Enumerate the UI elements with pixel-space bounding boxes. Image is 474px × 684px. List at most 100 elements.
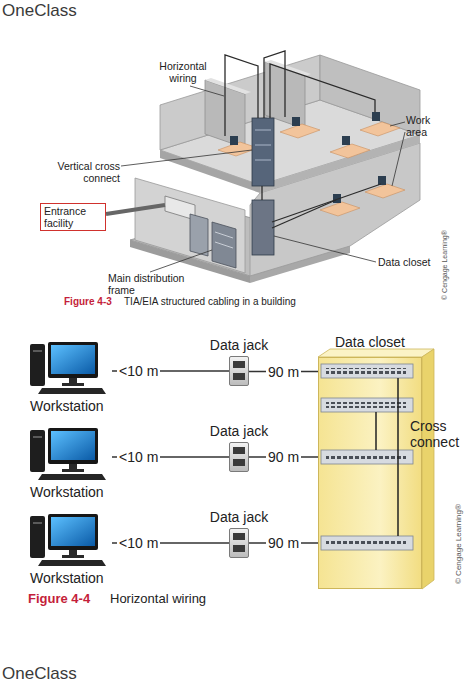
distance-label: 90 m — [266, 364, 301, 380]
desk — [360, 122, 400, 136]
leader-lines — [121, 86, 405, 272]
monitor-base — [62, 383, 84, 386]
cable — [272, 200, 336, 228]
desk-monitor — [372, 112, 380, 121]
figure-caption: Horizontal wiring — [110, 592, 206, 607]
copyright-note: © Cengage Learning® — [441, 230, 449, 300]
watermark: OneClass — [2, 664, 77, 684]
entrance-pipe — [106, 205, 165, 214]
leader-line — [390, 122, 405, 126]
workstation: Workstation — [28, 342, 112, 396]
leader-line — [121, 150, 252, 166]
desk — [330, 144, 370, 158]
workstation-icon — [30, 342, 106, 394]
desk-monitor — [292, 117, 300, 126]
node-heading: Workstation — [30, 484, 104, 500]
copyright-note: © Cengage Learning® — [454, 504, 463, 584]
monitor — [48, 428, 98, 464]
monitor-screen — [51, 517, 95, 546]
cable — [270, 64, 375, 118]
monitor-screen — [51, 345, 95, 374]
workstation-icons — [30, 342, 106, 566]
figure-number: Figure 4-3 — [64, 296, 112, 308]
drive-bay — [33, 350, 42, 352]
workstation-icon — [30, 514, 106, 566]
figure-number: Figure 4-4 — [28, 592, 90, 607]
distance-label: <10 m — [117, 535, 160, 551]
data-jack: Data jack — [229, 356, 249, 386]
callout-label: Data closet — [378, 256, 431, 268]
monitor-base — [62, 469, 84, 472]
distance-label: <10 m — [117, 363, 160, 379]
computer-tower — [30, 430, 45, 472]
cable — [225, 55, 258, 136]
figure-caption: TIA/EIA structured cabling in a building — [124, 296, 296, 308]
computer-tower — [30, 344, 45, 386]
node-heading: Workstation — [30, 570, 104, 586]
partition-top — [265, 60, 311, 76]
callout-label: Horizontal wiring — [152, 60, 214, 84]
cable — [264, 51, 285, 118]
cabinet-detail — [215, 242, 233, 248]
monitor-stand — [69, 464, 77, 469]
drive-bay — [33, 436, 42, 438]
node-heading: Workstation — [30, 398, 104, 414]
distance-label: 90 m — [266, 535, 301, 551]
distribution-cabinet — [190, 214, 208, 256]
cabinet-detail — [215, 232, 233, 238]
rack-detail — [255, 145, 271, 146]
rack-detail — [255, 130, 271, 131]
equipment-rack — [252, 200, 274, 255]
distance-label: <10 m — [117, 449, 160, 465]
desk-monitor — [230, 136, 238, 145]
cable — [261, 186, 262, 200]
monitor-screen — [51, 431, 95, 460]
computer-tower — [30, 516, 45, 558]
drive-bay — [33, 522, 42, 524]
node-heading: Data jack — [210, 423, 268, 439]
data-jack: Data jack — [229, 528, 249, 558]
leader-line — [150, 250, 212, 272]
cross-connect-rack — [252, 118, 274, 186]
workstation: Workstation — [28, 428, 112, 482]
desk-monitor — [378, 176, 386, 185]
distance-label: 90 m — [266, 449, 301, 465]
desk — [280, 124, 320, 138]
node-heading: Data closet — [319, 334, 421, 350]
cable — [272, 184, 381, 222]
partition-top — [205, 78, 251, 94]
callout-label: Vertical cross connect — [48, 160, 120, 184]
node-heading: Data jack — [210, 509, 268, 525]
keyboard — [38, 388, 106, 394]
desk-monitor — [342, 136, 350, 145]
callout-label: Cross connect — [410, 418, 462, 450]
keyboard — [38, 474, 106, 480]
watermark: OneClass — [2, 1, 77, 21]
callout-label: Main distribution frame — [108, 272, 196, 296]
side-wall — [320, 55, 420, 135]
callout-label: Work area — [406, 114, 440, 138]
workstation: Workstation — [28, 514, 112, 568]
leader-line — [190, 86, 224, 96]
node-heading: Data jack — [210, 337, 268, 353]
building-illustration — [106, 51, 420, 283]
monitor — [48, 342, 98, 378]
desk — [365, 184, 405, 198]
rack-top — [318, 349, 434, 357]
data-jack: Data jack — [229, 442, 249, 472]
rack-detail — [255, 160, 271, 161]
monitor-base — [62, 555, 84, 558]
entrance-box: Entrance facility — [40, 203, 106, 231]
leader-line — [274, 236, 376, 262]
box-label: Entrance facility — [44, 205, 102, 229]
monitor-stand — [69, 550, 77, 555]
workstation-icon — [30, 428, 106, 480]
leader-line — [392, 132, 405, 186]
data-closet-rack: Data closet — [318, 357, 422, 589]
monitor — [48, 514, 98, 550]
slab-edge — [160, 150, 260, 193]
slab-edge — [260, 135, 420, 193]
monitor-stand — [69, 378, 77, 383]
